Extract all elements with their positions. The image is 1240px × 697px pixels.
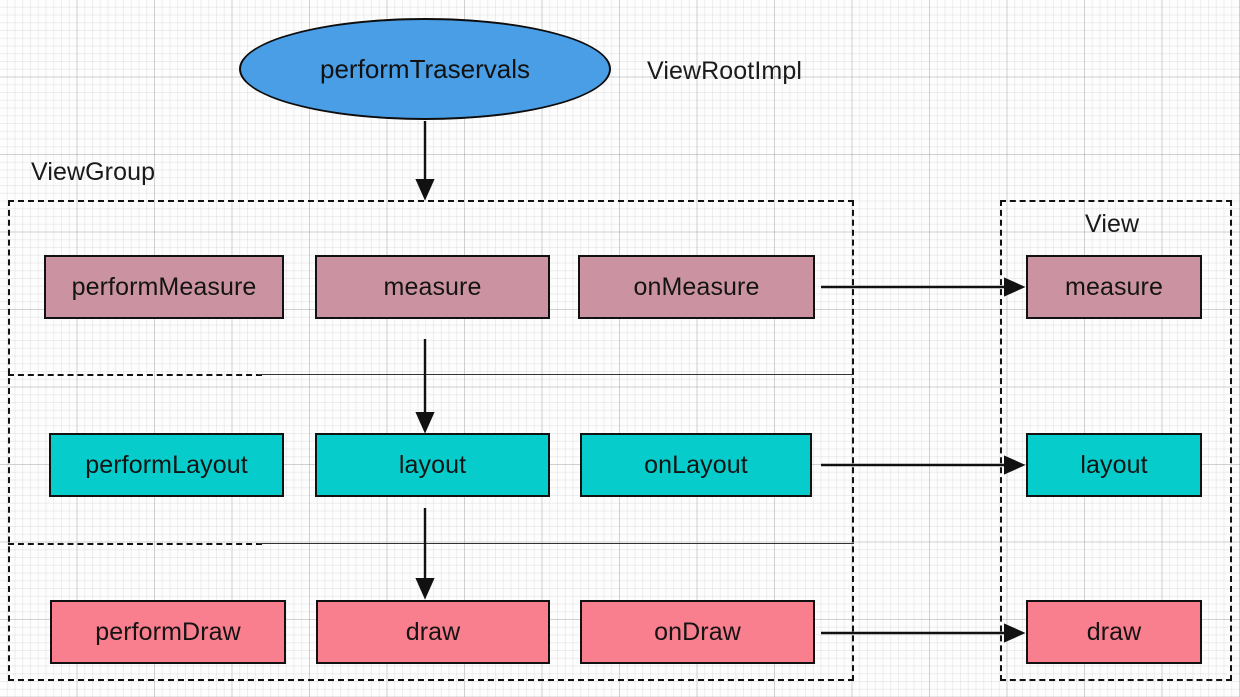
- row-separator-dashed: [8, 543, 262, 545]
- node-perform-layout-viewgroup[interactable]: performLayout: [49, 433, 284, 497]
- node-perform-traservals[interactable]: performTraservals: [239, 18, 611, 120]
- node-on-measure-viewgroup[interactable]: onMeasure: [578, 255, 815, 319]
- group-panel-view: [1000, 200, 1232, 681]
- group-caption-viewgroup: ViewGroup: [31, 158, 156, 186]
- row-separator-solid: [258, 543, 854, 544]
- node-on-draw-viewgroup[interactable]: onDraw: [580, 600, 815, 664]
- node-draw-viewgroup[interactable]: draw: [316, 600, 550, 664]
- node-layout-viewgroup[interactable]: layout: [315, 433, 550, 497]
- node-perform-draw-viewgroup[interactable]: performDraw: [50, 600, 286, 664]
- group-panel-viewgroup: [8, 200, 854, 681]
- label-viewrootimpl: ViewRootImpl: [647, 57, 802, 85]
- node-draw-view[interactable]: draw: [1026, 600, 1202, 664]
- node-measure-view[interactable]: measure: [1026, 255, 1202, 319]
- node-measure-viewgroup[interactable]: measure: [315, 255, 550, 319]
- node-perform-measure-viewgroup[interactable]: performMeasure: [44, 255, 284, 319]
- node-layout-view[interactable]: layout: [1026, 433, 1202, 497]
- node-on-layout-viewgroup[interactable]: onLayout: [580, 433, 812, 497]
- row-separator-solid: [258, 374, 854, 375]
- group-caption-view: View: [1085, 210, 1140, 238]
- row-separator-dashed: [8, 374, 262, 376]
